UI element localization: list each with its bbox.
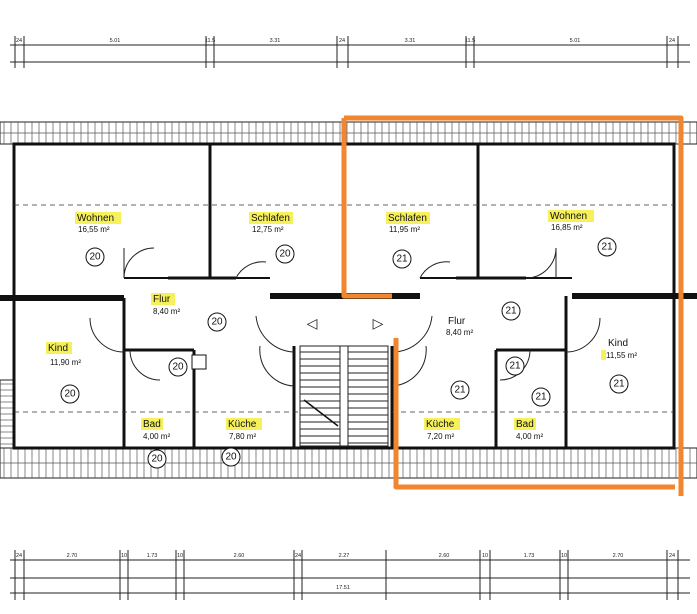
room-area: 8,40 m² — [446, 328, 473, 337]
door-swings — [89, 247, 601, 387]
dim-bottom-segment: 24 — [16, 553, 22, 559]
room-kuche-21: Küche 7,20 m² — [424, 418, 460, 441]
room-area: 7,80 m² — [229, 432, 256, 441]
room-area: 11,90 m² — [50, 358, 81, 367]
unit-marker: 21 — [454, 385, 466, 396]
unit-marker: 21 — [613, 379, 625, 390]
room-area: 16,85 m² — [551, 223, 583, 232]
stair-arrow-left: ◁ — [307, 316, 318, 332]
extra-unit-markers: 20 21 21 — [168, 354, 525, 400]
top-dimension-line: 24 5.01 11.5 3.31 24 3.31 11.5 5.01 24 — [10, 36, 690, 68]
roof-hatch-top — [0, 121, 697, 145]
unit-marker: 21 — [396, 254, 408, 265]
room-bad-21: Bad 4,00 m² 21 — [514, 387, 551, 441]
dim-bottom-segment: 10 — [482, 553, 488, 559]
room-area: 11,95 m² — [389, 225, 420, 234]
dim-bottom-segment: 24 — [669, 553, 675, 559]
unit-marker: 20 — [64, 389, 76, 400]
dim-top-9: 24 — [669, 38, 675, 44]
room-name: Schlafen — [251, 213, 290, 224]
unit-marker: 21 — [601, 242, 613, 253]
room-name: Wohnen — [550, 211, 587, 222]
room-bad-20: Bad 4,00 m² 20 — [141, 418, 170, 469]
unit-marker: 20 — [89, 252, 101, 263]
dim-top-6: 3.31 — [405, 38, 416, 44]
dim-bottom-total: 17.51 — [336, 585, 350, 591]
room-kind-20: Kind 11,90 m² 20 — [46, 342, 81, 404]
room-name: Bad — [516, 419, 534, 430]
room-name: Küche — [426, 419, 455, 430]
dim-bottom-segment: 2.27 — [339, 553, 350, 559]
left-hatch — [0, 379, 15, 449]
dim-top-4: 3.31 — [270, 38, 281, 44]
dim-top-8: 5.01 — [570, 38, 581, 44]
unit-marker: 20 — [225, 452, 237, 463]
room-labels: Wohnen 16,55 m² 20 Schlafen 12,75 m² 20 … — [46, 210, 637, 469]
dim-bottom-segment: 10 — [177, 553, 183, 559]
room-flur-21: Flur 8,40 m² 21 — [446, 301, 521, 337]
room-name: Küche — [228, 419, 257, 430]
dim-top-2: 5.01 — [110, 38, 121, 44]
unit-marker: 21 — [535, 392, 547, 403]
room-wohnen-20: Wohnen 16,55 m² 20 — [75, 212, 121, 267]
room-flur-20: Flur 8,40 m² 20 — [151, 293, 227, 332]
room-name: Wohnen — [77, 213, 114, 224]
room-kuche-20: Küche 7,80 m² 20 — [221, 418, 262, 467]
dim-bottom-segment: 10 — [121, 553, 127, 559]
unit-marker: 20 — [279, 249, 291, 260]
dim-top-5: 24 — [339, 38, 345, 44]
room-name: Schlafen — [388, 213, 427, 224]
room-schlafen-20: Schlafen 12,75 m² 20 — [249, 212, 295, 264]
roof-slope-lines — [14, 204, 674, 413]
dim-bottom-segment: 2.60 — [234, 553, 245, 559]
dim-bottom-segment: 1.73 — [524, 553, 535, 559]
room-name: Kind — [48, 343, 68, 354]
dim-top-1: 24 — [16, 38, 22, 44]
stair-arrow-right: ▷ — [373, 316, 384, 332]
roof-hatch-bottom — [0, 447, 697, 479]
dim-top-7: 11.5 — [465, 38, 475, 44]
room-name: Bad — [143, 419, 161, 430]
unit-marker: 20 — [211, 317, 223, 328]
dim-bottom-segment: 1.73 — [147, 553, 158, 559]
stairwell: ◁ ▷ — [299, 316, 389, 447]
room-name: Kind — [608, 338, 628, 349]
room-schlafen-21: Schlafen 11,95 m² 21 — [386, 212, 430, 269]
unit-marker: 20 — [151, 454, 163, 465]
dim-bottom-segment: 2.70 — [613, 553, 624, 559]
room-area: 16,55 m² — [78, 225, 110, 234]
room-area: 4,00 m² — [516, 432, 543, 441]
dim-bottom-segment: 2.70 — [67, 553, 78, 559]
highlighted-unit-outline — [341, 115, 684, 496]
dim-bottom-segment: 2.60 — [439, 553, 450, 559]
room-name: Flur — [448, 316, 466, 327]
room-area: 11,55 m² — [606, 351, 637, 360]
room-wohnen-21: Wohnen 16,85 m² 21 — [548, 210, 617, 257]
room-area: 8,40 m² — [153, 307, 180, 316]
unit-marker: 20 — [172, 362, 184, 373]
room-area: 12,75 m² — [252, 225, 284, 234]
unit-marker: 21 — [505, 306, 517, 317]
unit-marker: 21 — [509, 361, 521, 372]
dim-bottom-segment: 10 — [561, 553, 567, 559]
dim-top-3: 11.5 — [205, 38, 215, 44]
room-area: 7,20 m² — [427, 432, 454, 441]
dim-bottom-segment: 24 — [295, 553, 301, 559]
bottom-dimension-lines: 24 2.70 10 1.73 10 2.60 24 2.27 2.60 10 1.73 10 2.70… — [10, 550, 690, 600]
room-kind-21: Kind 11,55 m² 21 — [601, 338, 637, 394]
room-area: 4,00 m² — [143, 432, 170, 441]
room-name: Flur — [153, 294, 171, 305]
